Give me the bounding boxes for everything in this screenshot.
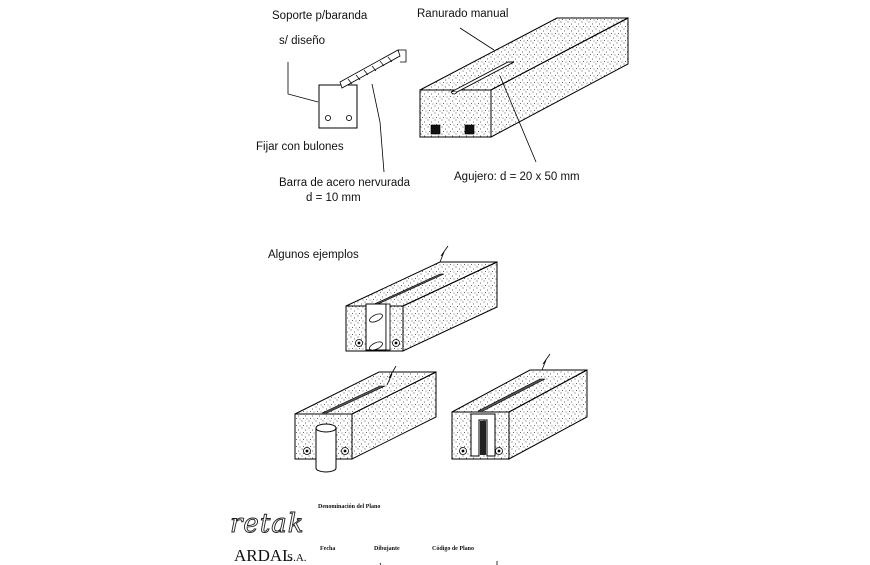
barra-diameter-label: d = 10 mm [306, 192, 361, 204]
agujero-label: Agujero: d = 20 x 50 mm [454, 171, 580, 183]
rebar-end-left [430, 124, 441, 135]
ranurado-leader [459, 27, 495, 51]
example-beam-3 [451, 353, 588, 460]
codigo-label: Código de Plano [432, 546, 474, 552]
bracket-detail: Soporte p/baranda s/ diseño Fijar con bu… [256, 10, 411, 204]
soporte-label: Soporte p/baranda [272, 10, 368, 22]
rebar-arm [339, 49, 407, 89]
ardal-company: ARDAL [234, 546, 293, 565]
bolt-hole-right [345, 115, 352, 122]
ardal-suffix: S.A. [287, 552, 307, 564]
fijar-label: Fijar con bulones [256, 141, 344, 153]
soporte-leader [287, 62, 319, 103]
dibujante-label: Dibujante [374, 546, 400, 552]
barra-label: Barra de acero nervurada [279, 177, 411, 189]
rebar-end-right [464, 124, 475, 135]
barra-leader [371, 83, 385, 173]
example-beam-1 [345, 245, 498, 352]
ejemplos-label: Algunos ejemplos [268, 249, 359, 261]
example-beam-2 [294, 365, 437, 473]
slotted-beam: Ranurado manual Agujero: d = 20 x 50 mm [417, 8, 629, 183]
bracket-plate [318, 84, 358, 129]
fecha-label: Fecha [320, 546, 335, 552]
agujero-leader [499, 75, 537, 163]
ranurado-label: Ranurado manual [417, 8, 508, 20]
retak-logo: retak [230, 509, 305, 539]
denominacion-label: Denominación del Plano [318, 504, 380, 510]
bolt-hole-left [324, 115, 331, 122]
diseno-label: s/ diseño [279, 35, 325, 47]
title-block: retak Denominación del Plano ARDAL S.A. … [230, 504, 498, 565]
